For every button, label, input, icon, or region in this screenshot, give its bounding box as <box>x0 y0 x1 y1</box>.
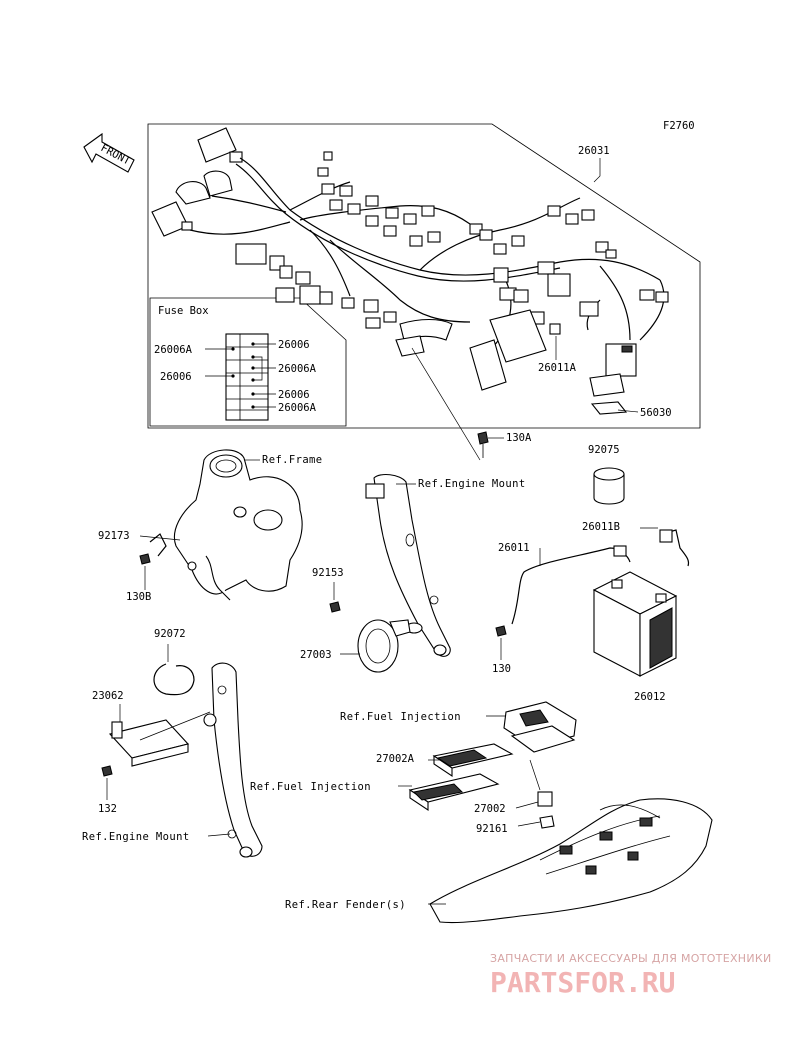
callout-26006a: 26006A <box>278 402 317 414</box>
callout-27003: 27003 <box>300 649 332 661</box>
callout-26006: 26006 <box>160 371 192 383</box>
callout-27002a: 27002A <box>376 753 415 765</box>
callout-26006a: 26006A <box>278 363 317 375</box>
callout-130: 130 <box>492 663 511 675</box>
relay-27002a <box>432 743 514 778</box>
callout-130b: 130B <box>126 591 151 603</box>
fuel-injection-block-1 <box>503 701 577 753</box>
frame-section <box>174 449 303 601</box>
callout-26011b: 26011B <box>582 521 620 533</box>
rubber-92161 <box>539 815 555 829</box>
ref-frame: Ref.Frame <box>262 454 323 466</box>
rear-fender <box>429 798 713 924</box>
callout-26012: 26012 <box>634 691 666 703</box>
callout-23062: 23062 <box>92 690 124 702</box>
callout-92072: 92072 <box>154 628 186 640</box>
ref-engine-mount-top: Ref.Engine Mount <box>418 478 526 490</box>
callout-26011a: 26011A <box>538 362 577 374</box>
callout-26006a: 26006A <box>154 344 193 356</box>
cable-26011b <box>661 529 690 567</box>
callout-92173: 92173 <box>98 530 130 542</box>
callout-26006: 26006 <box>278 389 310 401</box>
bolt-130b <box>139 553 151 565</box>
fuse-box-inset: Fuse Box <box>149 297 347 427</box>
ref-fuel-injection-2: Ref.Fuel Injection <box>250 781 371 793</box>
main-wiring-harness <box>151 127 669 397</box>
relay-27002 <box>537 791 553 807</box>
fuse-box-icon <box>225 333 269 421</box>
bolt-92153 <box>329 601 341 613</box>
bolt-130 <box>495 625 507 637</box>
engine-mount-bracket-top <box>365 473 451 657</box>
watermark-tagline: ЗАПЧАСТИ И АКСЕССУАРЫ ДЛЯ МОТОТЕХНИКИ <box>490 952 772 965</box>
engine-mount-bracket-bottom <box>203 662 263 858</box>
callout-26006: 26006 <box>278 339 310 351</box>
battery-26012 <box>592 571 678 677</box>
ref-rear-fender: Ref.Rear Fender(s) <box>285 899 406 911</box>
clip-92173 <box>149 533 167 557</box>
pad-56030 <box>590 401 628 415</box>
callout-92075: 92075 <box>588 444 620 456</box>
watermark-logo: PARTSFOR.RU <box>490 966 676 999</box>
callout-132: 132 <box>98 803 117 815</box>
callout-130a: 130A <box>506 432 532 444</box>
callout-92161: 92161 <box>476 823 508 835</box>
battery-spacer-92075 <box>593 467 625 505</box>
bracket-23062 <box>108 711 211 767</box>
ref-engine-mount-bottom: Ref.Engine Mount <box>82 831 190 843</box>
figure-code: F2760 <box>663 120 695 132</box>
callout-92153: 92153 <box>312 567 344 579</box>
fuse-box-label: Fuse Box <box>158 305 209 317</box>
callout-56030: 56030 <box>640 407 672 419</box>
callout-27002: 27002 <box>474 803 506 815</box>
harness-panel-outline <box>147 123 701 429</box>
bolt-132 <box>101 765 113 777</box>
callout-26031: 26031 <box>578 145 610 157</box>
band-92072 <box>153 663 195 696</box>
callout-26011: 26011 <box>498 542 530 554</box>
horn-27003 <box>357 619 411 673</box>
fuel-injection-block-2 <box>408 773 500 812</box>
front-arrow-icon: FRONT <box>83 132 135 173</box>
ref-fuel-injection-1: Ref.Fuel Injection <box>340 711 461 723</box>
